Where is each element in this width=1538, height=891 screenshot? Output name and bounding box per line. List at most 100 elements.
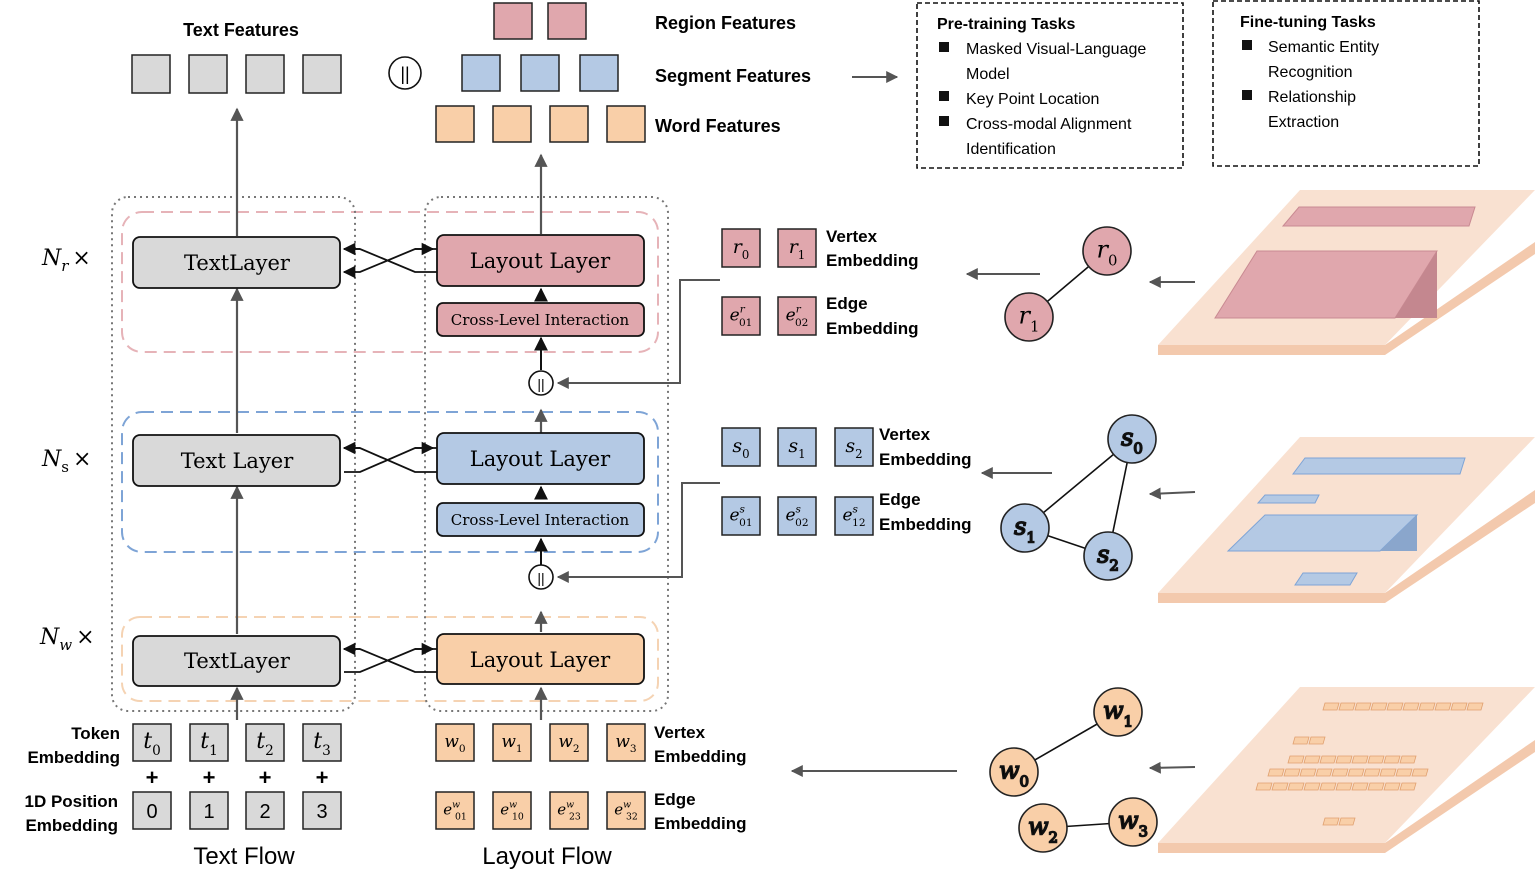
segment-vertex-token: s0 bbox=[732, 435, 749, 461]
pretraining-tasks-box: Pre-training Tasks Masked Visual-Languag… bbox=[916, 2, 1184, 169]
finetuning-tasks-box: Fine-tuning Tasks Semantic Entity Recogn… bbox=[1212, 0, 1480, 167]
pretraining-item: Cross-modal Alignment bbox=[966, 116, 1132, 133]
segment-feature-square bbox=[520, 54, 560, 92]
word-document-plane bbox=[1158, 687, 1535, 853]
word-edge-label: Edge bbox=[654, 790, 696, 809]
segment-graph-node-label: s0 bbox=[1121, 424, 1143, 458]
segment-graph-node-label: s1 bbox=[1014, 513, 1036, 547]
region-layout-layer bbox=[436, 234, 645, 287]
bullet-icon bbox=[939, 91, 949, 101]
word-feature-square bbox=[492, 105, 532, 143]
word-box bbox=[1287, 755, 1305, 764]
segment-features-label: Segment Features bbox=[655, 66, 811, 86]
concat-symbol-top: || bbox=[400, 64, 409, 84]
word-graph-node bbox=[989, 747, 1039, 797]
region-vertex-token: r1 bbox=[789, 236, 806, 262]
word-box bbox=[1351, 782, 1369, 791]
output-features: Text Features || Region Features Segment… bbox=[131, 2, 899, 143]
word-box bbox=[1335, 782, 1353, 791]
word-box bbox=[1267, 768, 1285, 777]
word-box bbox=[1367, 782, 1385, 791]
region-graph-node bbox=[1004, 292, 1054, 342]
word-features-label: Word Features bbox=[655, 116, 781, 136]
region-graph-node bbox=[1082, 226, 1132, 276]
region-document-plane bbox=[1158, 190, 1535, 355]
text-flow-group bbox=[111, 196, 356, 712]
segment-stack: Ns× Text Layer Layout Layer Cross-Level … bbox=[41, 432, 645, 537]
segment-layout-layer bbox=[436, 432, 645, 485]
word-box bbox=[1370, 702, 1388, 711]
word-text-layer-label: TextLayer bbox=[184, 649, 291, 673]
bullet-icon bbox=[939, 116, 949, 126]
finetuning-item: Relationship bbox=[1268, 89, 1356, 106]
word-box bbox=[1338, 702, 1356, 711]
word-edge-label: Embedding bbox=[654, 814, 747, 833]
segment-feature-square bbox=[461, 54, 501, 92]
text-features-title: Text Features bbox=[183, 20, 299, 40]
pretraining-title: Pre-training Tasks bbox=[937, 16, 1076, 33]
word-vertex-box bbox=[435, 723, 475, 762]
word-text-layer bbox=[132, 635, 341, 687]
region-vertex-label: Embedding bbox=[826, 251, 919, 270]
finetuning-title: Fine-tuning Tasks bbox=[1240, 14, 1376, 31]
concat-symbol-region: || bbox=[537, 376, 544, 392]
plus-sign: + bbox=[316, 765, 329, 790]
region-text-layer-label: TextLayer bbox=[184, 251, 291, 275]
text-token-box bbox=[132, 723, 172, 762]
region-vertex-box bbox=[721, 228, 761, 268]
word-box bbox=[1338, 817, 1356, 826]
word-vertex-box bbox=[549, 723, 589, 762]
word-graph-node bbox=[1018, 803, 1068, 853]
word-box bbox=[1322, 817, 1340, 826]
text-token-token: t0 bbox=[143, 729, 161, 759]
pretraining-item: Model bbox=[966, 66, 1010, 83]
finetuning-item: Semantic Entity bbox=[1268, 39, 1379, 56]
text-token-token: t1 bbox=[200, 729, 218, 759]
bullet-icon bbox=[1242, 40, 1252, 50]
text-token-box bbox=[189, 723, 229, 762]
position-value: 3 bbox=[316, 801, 327, 823]
word-box bbox=[1299, 768, 1317, 777]
word-box bbox=[1308, 736, 1326, 745]
position-box bbox=[132, 791, 172, 830]
word-box bbox=[1271, 782, 1289, 791]
region-vertex-label: Vertex bbox=[826, 227, 878, 246]
region-edge-box bbox=[721, 296, 761, 336]
region-graph-node-label: r0 bbox=[1097, 236, 1118, 270]
segment-graph-node bbox=[1107, 414, 1157, 464]
region-features-label: Region Features bbox=[655, 13, 796, 33]
word-stack: Nw× TextLayer Layout Layer bbox=[39, 625, 645, 687]
position-value: 2 bbox=[259, 801, 270, 823]
region-feature-square bbox=[493, 2, 533, 40]
word-box bbox=[1383, 782, 1401, 791]
word-box bbox=[1319, 755, 1337, 764]
segment-vertex-box bbox=[721, 427, 761, 467]
segment-graph-node bbox=[1083, 531, 1133, 581]
word-box bbox=[1331, 768, 1349, 777]
word-box bbox=[1418, 702, 1436, 711]
word-graph-node-label: w3 bbox=[1118, 807, 1148, 841]
region-graph-node-label: r1 bbox=[1019, 302, 1040, 336]
word-vertex-label: Embedding bbox=[654, 747, 747, 766]
word-box bbox=[1383, 755, 1401, 764]
text-token-token: t2 bbox=[256, 729, 274, 759]
word-graph-node bbox=[1108, 797, 1158, 847]
word-feature-square bbox=[435, 105, 475, 143]
segment-edge-label: Embedding bbox=[879, 515, 972, 534]
word-vertex-label: Vertex bbox=[654, 723, 706, 742]
text-token-box bbox=[302, 723, 342, 762]
segment-graph-node bbox=[1000, 503, 1050, 553]
segment-vertex-token: s2 bbox=[845, 435, 862, 461]
word-box bbox=[1402, 702, 1420, 711]
segment-cross-level-box bbox=[436, 502, 645, 537]
word-box bbox=[1399, 782, 1417, 791]
word-graph-node-label: w0 bbox=[999, 757, 1029, 791]
region-stack: Nr× TextLayer Layout Layer Cross-Level I… bbox=[41, 234, 645, 337]
